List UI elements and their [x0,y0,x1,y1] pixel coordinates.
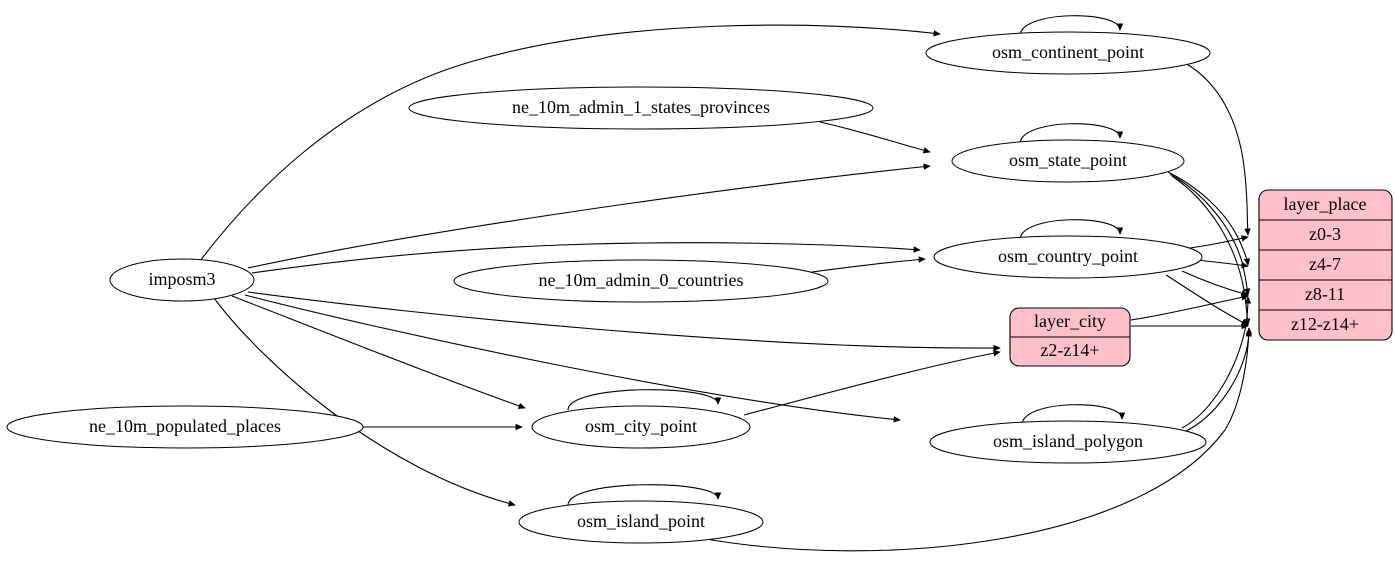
edge-ne-countries-to-osm-country-point [811,259,925,273]
edge-imposm3-to-layer-city [247,291,1000,348]
edge-osm-city-point-to-layer-city [743,352,1000,416]
edge-imposm3-to-osm-continent-point [199,24,940,262]
node-imposm3[interactable]: imposm3 [109,258,255,302]
edge-imposm3-to-osm-city-point [231,295,525,408]
edge-osm-country-point-to-layer-place-z12-z14 [1165,274,1248,326]
edge-imposm3-to-osm-state-point [247,166,930,269]
node-osm-state-point[interactable]: osm_state_point [951,139,1185,183]
edge-self-loop-osm-continent-point [1019,15,1120,37]
edge-osm-state-point-to-layer-place-z8-11 [1169,173,1248,295]
edge-osm-country-point-to-layer-place-z8-11 [1181,270,1248,295]
edges-layer [199,15,1249,552]
edge-osm-state-point-to-layer-place-z4-7 [1167,171,1248,265]
edge-osm-continent-point-to-layer-place-z0-3 [1184,62,1248,235]
node-osm-island-polygon[interactable]: osm_island_polygon [929,420,1207,464]
node-ne-10m-admin-0-countries[interactable]: ne_10m_admin_0_countries [453,259,829,303]
node-ne-10m-populated-places[interactable]: ne_10m_populated_places [6,405,364,449]
edge-self-loop-osm-city-point [567,389,718,411]
edge-imposm3-to-osm-island-polygon [244,294,900,420]
edge-osm-island-point-to-layer-place-z12-z14 [699,330,1249,552]
node-osm-city-point[interactable]: osm_city_point [531,405,751,449]
edge-imposm3-to-osm-island-point [213,297,515,505]
edge-self-loop-osm-country-point [1019,219,1120,241]
edge-self-loop-osm-island-polygon [1021,404,1122,426]
edge-self-loop-osm-state-point [1019,123,1120,145]
edge-ne-states-to-osm-state-point [819,121,930,152]
node-layer-place[interactable]: layer_place z0-3 z4-7 z8-11 z12-z14+ [1258,189,1393,341]
nodes-layer: imposm3 ne_10m_admin_1_states_provinces … [6,31,1211,544]
node-ne-10m-admin-1-states-provinces[interactable]: ne_10m_admin_1_states_provinces [408,86,874,130]
edge-osm-country-point-to-layer-place-z0-3 [1189,237,1248,249]
edge-osm-island-polygon-to-layer-place-z12-z14 [1185,328,1249,432]
edge-layer-city-to-layer-place-z8-11 [1130,296,1248,321]
node-layer-city[interactable]: layer_city z2-z14+ [1009,307,1131,367]
node-osm-continent-point[interactable]: osm_continent_point [925,31,1211,75]
node-osm-country-point[interactable]: osm_country_point [933,235,1203,279]
edge-self-loop-osm-island-point [567,484,718,506]
edge-imposm3-to-osm-country-point [251,242,920,274]
edge-osm-island-polygon-to-layer-place-z8-11 [1181,297,1248,429]
edge-osm-country-point-to-layer-place-z4-7 [1195,259,1248,266]
node-osm-island-point[interactable]: osm_island_point [518,500,764,544]
